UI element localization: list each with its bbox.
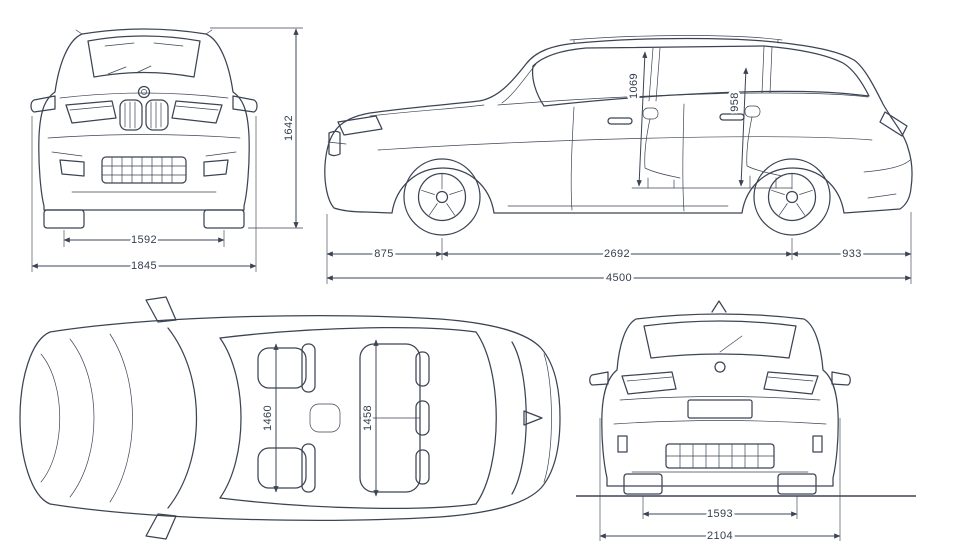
top-view: 1460 1458 <box>19 296 561 540</box>
rear-roundel-icon <box>714 361 726 373</box>
front-mirror-left <box>30 95 56 113</box>
license-plate-recess <box>687 399 753 419</box>
top-mirror-lower <box>145 513 177 540</box>
front-wheel-right <box>203 209 245 229</box>
front-windshield <box>87 35 201 78</box>
dim-overall-length: 4500 <box>606 272 632 284</box>
dim-rear-overhang: 933 <box>842 248 862 260</box>
top-car-drawing <box>19 296 561 540</box>
side-view: 1069 958 875 2692 933 4500 <box>324 35 913 287</box>
rear-dimensions: 1593 2104 <box>599 418 841 545</box>
dim-wheelbase: 2692 <box>604 248 630 260</box>
interior-seats <box>631 105 793 189</box>
dim-front-track: 1592 <box>131 234 157 246</box>
front-headlight-right <box>171 100 223 124</box>
front-view: 1592 1845 1642 <box>30 27 303 275</box>
side-dimensions: 1069 958 875 2692 933 4500 <box>326 51 912 287</box>
rear-reflector-right <box>812 435 823 453</box>
front-mirror-right <box>232 95 258 113</box>
front-side-scoop-right <box>203 159 229 177</box>
rear-mirror-right <box>831 371 851 386</box>
dim-overall-width: 1845 <box>131 260 157 272</box>
side-detail-lines <box>327 35 911 212</box>
dim-overall-height: 1642 <box>283 115 295 141</box>
side-taillight <box>879 111 908 137</box>
brand-roundel-icon <box>137 85 151 99</box>
rear-wheel-right <box>777 473 817 495</box>
rear-detail-lines <box>613 335 827 473</box>
side-greenhouse <box>531 45 870 107</box>
dim-rear-track: 1593 <box>707 508 733 520</box>
top-roof-edges <box>219 327 477 509</box>
rear-window <box>643 320 797 359</box>
rear-wheel <box>753 158 831 236</box>
rear-taillight-right <box>763 371 819 395</box>
side-kidney-grille <box>328 130 341 157</box>
rear-mirror-left <box>589 371 609 386</box>
top-detail-lines <box>40 333 552 503</box>
top-seats <box>257 343 430 493</box>
front-side-scoop-left <box>59 159 85 177</box>
dim-front-overhang: 875 <box>374 248 394 260</box>
rear-body-outline <box>601 313 839 487</box>
rear-car-drawing <box>589 300 851 495</box>
rear-view: 1593 2104 <box>576 300 916 545</box>
top-body-outline <box>19 315 561 521</box>
kidney-grille-right <box>145 99 169 131</box>
dim-rear-headroom: 958 <box>729 92 741 112</box>
top-mirror-upper <box>145 296 177 323</box>
side-headlight <box>337 115 383 136</box>
front-car-drawing <box>30 28 258 229</box>
brand-roundel-inner <box>141 89 147 95</box>
kidney-grille-left <box>119 99 143 131</box>
top-dimensions: 1460 1458 <box>260 339 379 497</box>
side-body-outline <box>324 37 913 214</box>
antenna-fin <box>523 410 543 426</box>
dim-front-headroom: 1069 <box>628 73 640 99</box>
dim-rear-interior-width: 1458 <box>362 405 374 431</box>
top-rear-window <box>475 331 527 505</box>
front-lower-intake <box>101 156 187 184</box>
rear-reflector-left <box>617 435 628 453</box>
dim-front-interior-width: 1460 <box>262 405 274 431</box>
rear-wheel-left <box>623 473 663 495</box>
front-dimensions: 1592 1845 1642 <box>31 27 303 275</box>
dim-rear-overall-width: 2104 <box>707 530 733 542</box>
side-car-drawing <box>324 35 913 236</box>
rear-antenna-fin <box>711 300 727 313</box>
front-wheel <box>403 158 481 236</box>
front-detail-lines <box>47 29 241 193</box>
front-wheel-left <box>43 209 85 229</box>
rear-taillight-left <box>621 371 677 395</box>
top-windshield-band <box>167 327 242 509</box>
front-headlight-left <box>65 100 117 124</box>
door-handle-rear <box>719 113 745 121</box>
door-handle-front <box>607 117 633 125</box>
